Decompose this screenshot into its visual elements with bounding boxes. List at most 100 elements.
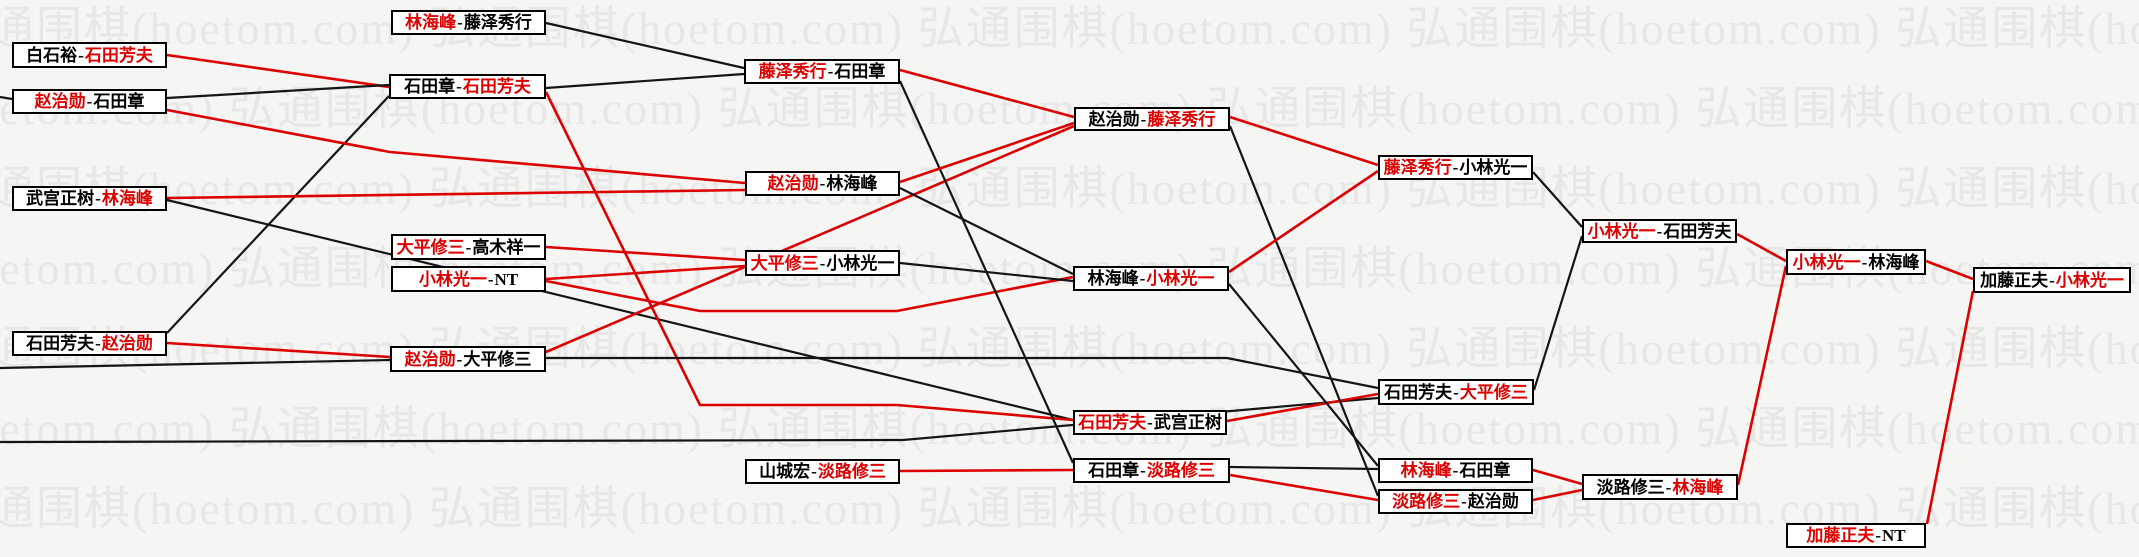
versus-separator: - (1453, 382, 1459, 402)
versus-separator: - (1461, 492, 1467, 511)
player-name: 林海峰 (1400, 461, 1452, 480)
match-box-kobayashi_ishidayoshio: 小林光一-石田芳夫 (1582, 219, 1737, 243)
match-box-awaji_zhao: 淡路修三-赵治勋 (1378, 489, 1533, 514)
player-name: 赵治勋 (34, 92, 86, 111)
player-name: 大平修三 (1459, 382, 1528, 402)
player-name: 小林光一 (1459, 158, 1528, 177)
versus-separator: - (86, 92, 93, 111)
match-connector-black (1532, 235, 1584, 391)
match-connector-red (1229, 115, 1379, 167)
match-connector-red (166, 188, 746, 200)
player-name: 小林光一 (418, 269, 487, 289)
player-name: 加藤正夫 (1980, 270, 2049, 290)
match-connector-red (1532, 468, 1583, 486)
player-name: 石田章 (93, 92, 145, 111)
versus-separator: - (1452, 158, 1459, 177)
player-name: 武宫正树 (26, 189, 95, 208)
player-name: 淡路修三 (1392, 492, 1461, 511)
match-box-ishidayoshio_ohira: 石田芳夫-大平修三 (1378, 379, 1534, 405)
player-name: 赵治勋 (404, 349, 456, 369)
match-box-rin_ishidasho: 林海峰-石田章 (1378, 458, 1533, 483)
match-box-kato_nt: 加藤正夫-NT (1786, 523, 1926, 548)
player-name: 赵治勋 (767, 174, 819, 193)
match-connector-red (1532, 488, 1583, 502)
player-name: 林海峰 (1868, 252, 1920, 272)
match-box-kato_kobayashi: 加藤正夫-小林光一 (1973, 267, 2131, 293)
match-connector-black (166, 95, 390, 334)
match-connector-red (1226, 392, 1379, 423)
versus-separator: - (1140, 461, 1146, 480)
match-connector-red (1736, 265, 1788, 486)
versus-separator: - (95, 334, 101, 353)
versus-separator: - (456, 77, 462, 96)
player-name: 藤泽秀行 (463, 13, 532, 32)
match-connector-red (899, 468, 1074, 473)
match-connector-black (899, 187, 1074, 275)
match-box-ishidayoshio_takemiya: 石田芳夫-武宫正树 (1073, 410, 1227, 435)
player-name: 淡路修三 (1596, 477, 1665, 497)
player-name: 林海峰 (1672, 477, 1724, 497)
match-box-zhao_ishidasho: 赵治勋-石田章 (12, 89, 167, 114)
player-name: 小林光一 (2055, 270, 2124, 290)
player-name: 林海峰 (405, 13, 457, 32)
match-connector-red (544, 91, 1074, 422)
player-name: 小林光一 (1146, 269, 1215, 288)
versus-separator: - (487, 269, 494, 289)
player-name: 石田芳夫 (1663, 221, 1732, 241)
player-name: 林海峰 (101, 189, 153, 208)
versus-separator: - (95, 189, 101, 208)
match-box-ishidasho_ishidayoshio: 石田章-石田芳夫 (389, 74, 546, 99)
player-name: NT (494, 269, 519, 289)
match-box-fujisawa_ishidasho: 藤泽秀行-石田章 (744, 59, 900, 84)
versus-separator: - (1147, 413, 1153, 432)
match-box-kobayashi_rin: 小林光一-林海峰 (1786, 249, 1926, 275)
match-connector-black (545, 72, 745, 90)
player-name: 大平修三 (463, 349, 532, 369)
player-name: 大平修三 (396, 237, 465, 257)
match-connector-red (1228, 169, 1379, 274)
player-name: 石田芳夫 (1384, 382, 1453, 402)
match-connector-black (166, 83, 390, 100)
player-name: 石田章 (1088, 461, 1140, 480)
player-name: 小林光一 (1587, 221, 1656, 241)
player-name: 藤泽秀行 (758, 62, 827, 81)
match-connector-red (166, 341, 391, 359)
versus-separator: - (1452, 461, 1459, 480)
player-name: 林海峰 (826, 174, 878, 193)
match-connector-red (1925, 259, 1974, 281)
match-box-ohira_takagi: 大平修三-高木祥一 (391, 234, 546, 260)
player-name: 林海峰 (1087, 269, 1139, 288)
match-connector-red (1925, 290, 1975, 525)
match-box-rin_fujisawa: 林海峰-藤泽秀行 (391, 10, 546, 35)
player-name: 山城宏 (759, 462, 811, 481)
match-box-ishidayoshio_zhao: 石田芳夫-赵治勋 (12, 331, 167, 356)
match-connector-red (899, 121, 1075, 184)
match-connector-red (899, 68, 1075, 119)
versus-separator: - (1665, 477, 1672, 497)
match-box-zhao_ohira: 赵治勋-大平修三 (390, 346, 546, 372)
player-name: 高木祥一 (472, 237, 541, 257)
match-box-takemiya_rin: 武宫正树-林海峰 (12, 186, 167, 211)
versus-separator: - (2049, 270, 2055, 290)
match-box-shiraishi_ishidayoshio: 白石裕-石田芳夫 (12, 42, 167, 68)
player-name: 赵治勋 (1467, 492, 1519, 511)
match-box-ishidasho_awaji: 石田章-淡路修三 (1073, 458, 1230, 483)
player-name: 赵治勋 (1088, 109, 1140, 129)
versus-separator: - (457, 13, 463, 32)
player-name: 石田芳夫 (84, 45, 153, 65)
versus-separator: - (465, 237, 472, 257)
player-name: 石田芳夫 (26, 334, 95, 353)
match-connector-black (0, 358, 391, 370)
versus-separator: - (1139, 269, 1146, 288)
player-name: 藤泽秀行 (1383, 158, 1452, 177)
player-name: 小林光一 (1792, 252, 1861, 272)
versus-separator: - (1140, 109, 1147, 129)
versus-separator: - (78, 45, 84, 65)
match-connector-black (166, 198, 1074, 422)
match-box-zhao_rin: 赵治勋-林海峰 (745, 171, 900, 196)
player-name: 石田芳夫 (462, 77, 531, 96)
player-name: 石田芳夫 (1078, 413, 1147, 432)
player-name: 武宫正树 (1153, 413, 1222, 432)
